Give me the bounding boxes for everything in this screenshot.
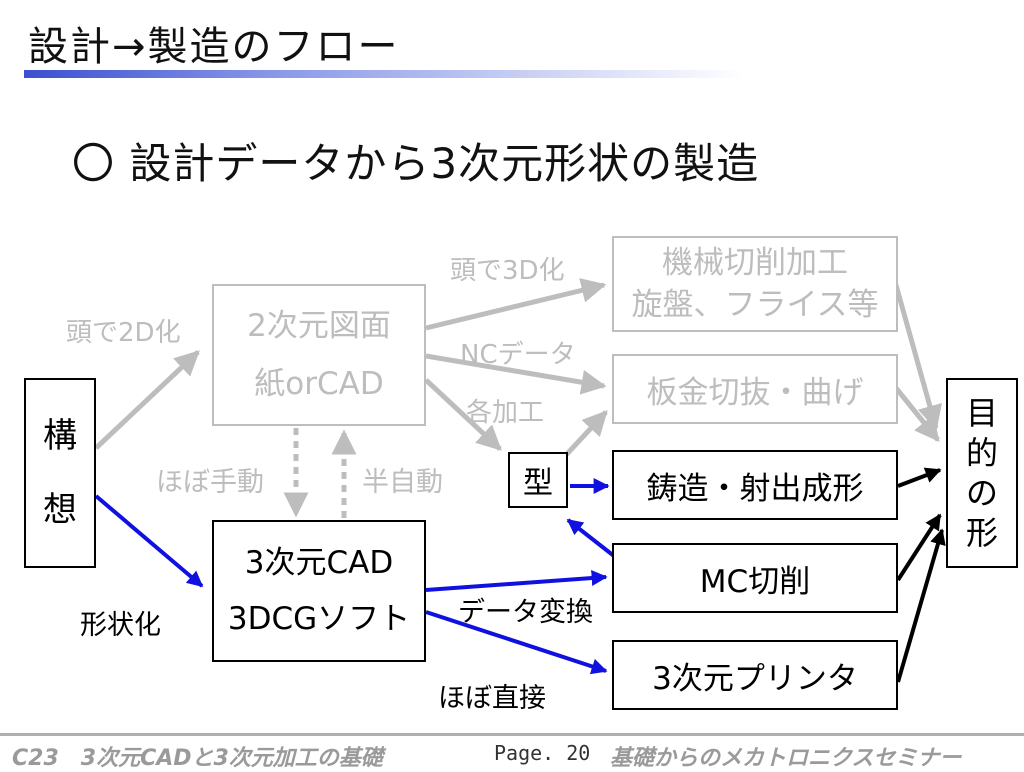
arrow-sheet-to-goal bbox=[894, 386, 940, 442]
arrow-drawing-to-mold bbox=[424, 378, 502, 451]
drawing-line-1: 2次元図面 bbox=[247, 308, 391, 344]
arrow-cad-to-printer bbox=[425, 610, 608, 675]
arrow-mc-to-mold bbox=[566, 518, 616, 558]
label-almost-direct: ほぼ直接 bbox=[438, 683, 546, 714]
footer-rule bbox=[0, 733, 1024, 736]
sheet-text: 板金切抜・曲げ bbox=[646, 374, 864, 411]
box-mold: 型 bbox=[508, 452, 568, 508]
box-3d-printer: 3次元プリンタ bbox=[612, 640, 898, 710]
box-goal-shape: 目 的 の 形 bbox=[946, 378, 1018, 568]
label-head-2d: 頭で2D化 bbox=[66, 318, 181, 348]
box-machining: 機械切削加工 旋盤、フライス等 bbox=[612, 236, 898, 332]
arrow-kousou-to-cad bbox=[94, 494, 204, 588]
box-3d-cad: 3次元CAD 3DCGソフト bbox=[212, 520, 426, 662]
slide-title: 設計→製造のフロー bbox=[28, 24, 400, 70]
cad-line-2: 3DCGソフト bbox=[227, 601, 411, 637]
box-2d-drawing: 2次元図面 紙orCAD bbox=[212, 284, 426, 426]
footer-course-title: C23 3次元CADと3次元加工の基礎 bbox=[12, 746, 383, 771]
heading: 〇 設計データから3次元形状の製造 bbox=[72, 139, 760, 188]
arrow-casting-to-goal bbox=[897, 467, 942, 488]
arrow-mc-to-goal bbox=[896, 513, 942, 582]
casting-text: 鋳造・射出成形 bbox=[646, 470, 864, 507]
title-underline bbox=[24, 70, 744, 78]
box-casting: 鋳造・射出成形 bbox=[612, 450, 898, 520]
arrow-cad-to-mc bbox=[425, 570, 608, 592]
arrow-printer-to-goal bbox=[896, 528, 946, 683]
footer-seminar-name: 基礎からのメカトロニクスセミナー bbox=[610, 746, 962, 771]
label-data-conversion: データ変換 bbox=[458, 597, 593, 628]
mold-text: 型 bbox=[523, 466, 553, 501]
kousou-text: 構 想 bbox=[43, 416, 77, 530]
drawing-line-2: 紙orCAD bbox=[254, 366, 384, 402]
label-semi-auto: 半自動 bbox=[362, 467, 443, 498]
arrow-drawing-to-machining bbox=[425, 278, 607, 331]
goal-text: 目 的 の 形 bbox=[965, 394, 998, 552]
arrow-mold-to-sheet bbox=[564, 410, 608, 457]
cad-line-1: 3次元CAD bbox=[244, 545, 394, 581]
arrow-drawing-to-sheet bbox=[425, 353, 607, 395]
box-kousou: 構 想 bbox=[24, 378, 96, 568]
printer-text: 3次元プリンタ bbox=[652, 660, 858, 697]
label-shaping: 形状化 bbox=[80, 610, 161, 641]
label-almost-manual: ほぼ手動 bbox=[156, 467, 264, 498]
box-mc-cutting: MC切削 bbox=[612, 543, 898, 613]
machining-line-1: 機械切削加工 bbox=[662, 245, 848, 281]
arrow-machining-to-goal bbox=[893, 284, 942, 431]
label-each-process: 各加工 bbox=[466, 398, 545, 428]
label-head-3d: 頭で3D化 bbox=[450, 256, 565, 286]
machining-line-2: 旋盤、フライス等 bbox=[631, 287, 879, 323]
arrow-kousou-to-drawing bbox=[94, 350, 200, 450]
mc-text: MC切削 bbox=[699, 563, 811, 600]
box-sheet-metal: 板金切抜・曲げ bbox=[612, 354, 898, 424]
label-nc-data: NCデータ bbox=[460, 340, 576, 370]
footer-page-number: Page. 20 bbox=[494, 741, 591, 765]
